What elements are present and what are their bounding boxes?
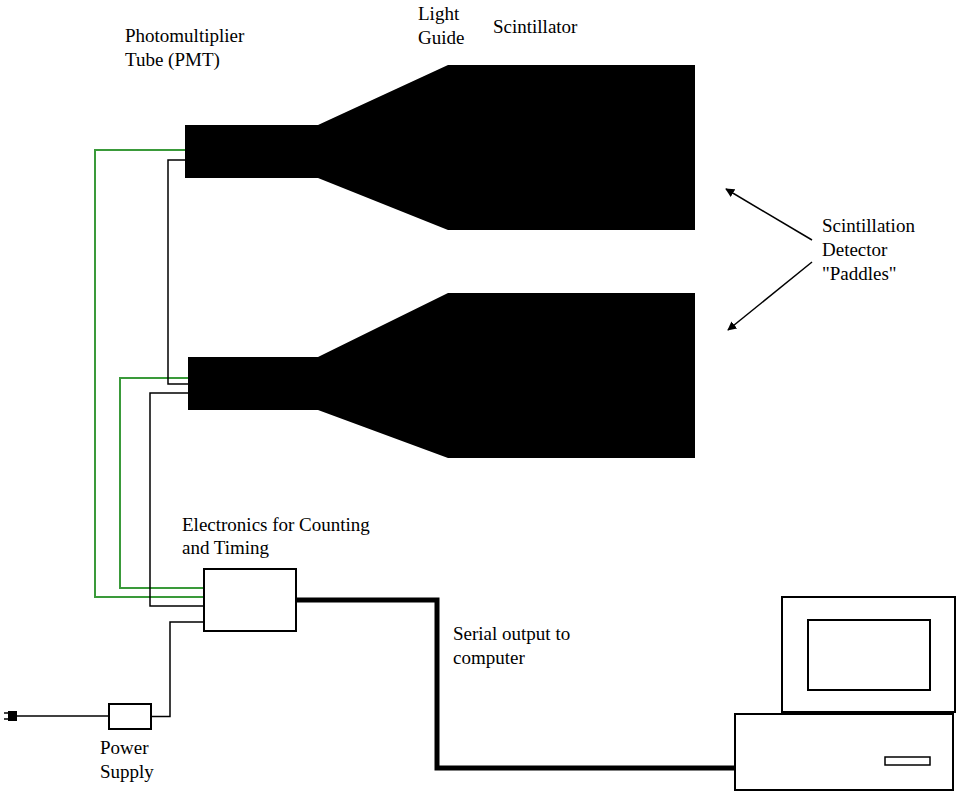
callout-label: Scintillation Detector "Paddles" <box>822 214 964 285</box>
computer-base <box>735 714 953 790</box>
electronics-box: Electronics for Counting and Timing <box>203 568 297 632</box>
part-label: Light Guide <box>418 2 480 50</box>
plug-pin <box>4 718 8 720</box>
leader-arrow <box>726 189 812 240</box>
part-label: Scintillator <box>493 15 613 39</box>
plug <box>8 711 17 721</box>
paddle-bottom <box>188 293 695 458</box>
power-wire <box>150 393 203 606</box>
power-wire <box>168 160 188 384</box>
computer-monitor <box>782 597 955 712</box>
power-wire <box>152 622 203 717</box>
monitor-screen <box>808 620 930 690</box>
power-supply-box: Power Supply <box>108 703 152 730</box>
disk-slot <box>885 757 930 765</box>
node-heading: Power Supply <box>100 736 172 784</box>
power-cord <box>14 715 108 717</box>
cable-label: Serial output to computer <box>453 622 579 670</box>
leader-arrow <box>728 262 812 330</box>
node-heading: Electronics for Counting and Timing <box>182 513 372 561</box>
part-label: Photomultiplier Tube (PMT) <box>125 24 277 72</box>
serial-cable <box>297 600 735 768</box>
plug-pin <box>4 712 8 714</box>
paddle-top <box>185 65 695 230</box>
